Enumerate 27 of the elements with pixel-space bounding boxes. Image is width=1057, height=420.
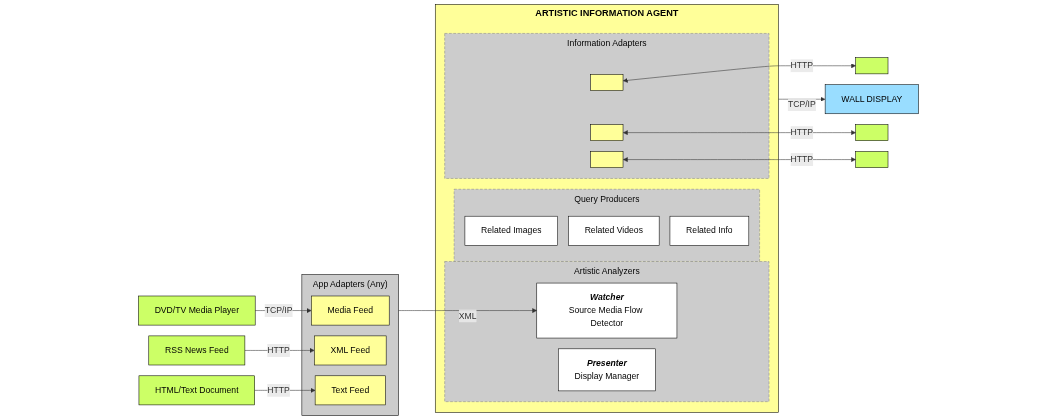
edge-label: XML — [458, 311, 477, 321]
cluster: Information Adapters — [444, 33, 770, 179]
node-box — [855, 124, 889, 141]
node-box: WALL DISPLAY — [824, 84, 919, 115]
node-box — [855, 151, 889, 168]
edge-label: HTTP — [790, 60, 814, 71]
node-box — [590, 74, 624, 91]
node-box: Related Info — [669, 215, 750, 246]
edge-label: HTTP — [790, 154, 814, 164]
edge-label: HTTP — [267, 385, 290, 395]
node-box — [590, 124, 624, 141]
node-box: Related Videos — [568, 215, 660, 246]
edge-label: TCP/IP — [264, 305, 293, 315]
node-box: RSS News Feed — [148, 335, 246, 366]
node-box: DVD/TV Media Player — [138, 295, 256, 326]
edge-label: HTTP — [267, 345, 290, 355]
edge-label: TCP/IP — [787, 99, 816, 109]
edge-label: HTTP — [790, 127, 814, 137]
node-box: Text Feed — [314, 375, 386, 406]
node-box — [590, 151, 624, 168]
node-box: Media Feed — [311, 295, 390, 326]
node-box: XML Feed — [314, 335, 387, 366]
node-box — [855, 57, 889, 75]
node-box: Watcher Source Media Flow Detector — [536, 282, 678, 339]
node-box: Related Images — [464, 215, 558, 246]
node-box: HTML/Text Document — [138, 375, 255, 406]
node-box: Presenter Display Manager — [558, 348, 656, 392]
